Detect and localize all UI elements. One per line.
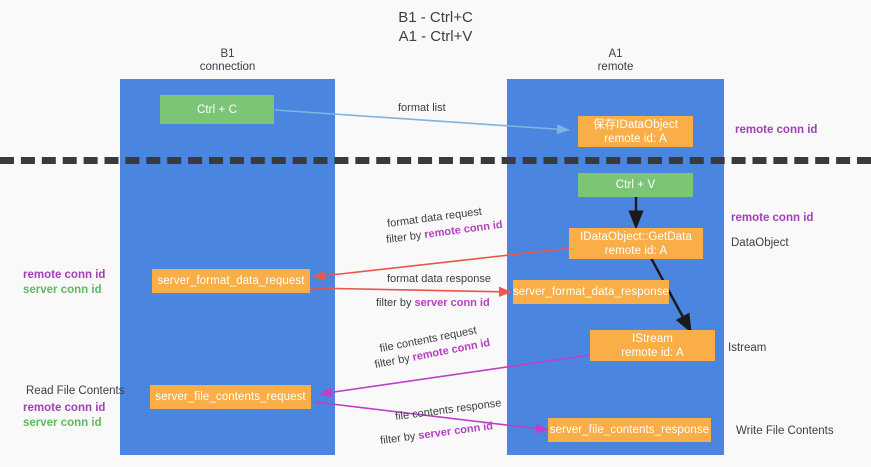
node-ctrl-c[interactable]: Ctrl + C xyxy=(160,95,274,124)
node-server-file-contents-request[interactable]: server_file_contents_request xyxy=(150,385,311,409)
node-istream[interactable]: IStream remote id: A xyxy=(590,330,715,361)
column-header-a1: A1 remote xyxy=(597,48,634,73)
node-server-file-contents-response[interactable]: server_file_contents_response xyxy=(548,418,711,442)
edge-format-data-response xyxy=(309,286,512,297)
filter-value-server-conn-id: server conn id xyxy=(414,297,490,309)
node-server-format-data-request[interactable]: server_format_data_request xyxy=(152,269,310,293)
edge-label-file-contents-response-filter: filter by server conn id xyxy=(379,420,493,447)
filter-value-server-conn-id: server conn id xyxy=(417,420,494,442)
edge-label-format-data-response: format data response xyxy=(387,273,491,285)
annotation-istream: Istream xyxy=(728,342,767,354)
node-idataobject-getdata[interactable]: IDataObject::GetData remote id: A xyxy=(569,228,703,259)
edge-label-format-data-response-filter: filter by server conn id xyxy=(376,297,490,309)
node-save-idataobject[interactable]: 保存IDataObject remote id: A xyxy=(578,116,693,147)
edge-label-format-list: format list xyxy=(398,102,446,114)
node-server-format-data-response[interactable]: server_format_data_response xyxy=(513,280,669,304)
phase-divider xyxy=(0,157,871,164)
filter-prefix: filter by xyxy=(376,297,415,309)
annotation-write-file-contents: Write File Contents xyxy=(736,425,834,437)
page-title: B1 - Ctrl+C A1 - Ctrl+V xyxy=(398,9,473,45)
annotation-remote-conn-id-top: remote conn id xyxy=(735,124,818,136)
node-ctrl-v[interactable]: Ctrl + V xyxy=(578,173,693,197)
annotation-read-file-contents: Read File Contents xyxy=(26,385,125,397)
column-header-b1: B1 connection xyxy=(199,48,256,73)
filter-prefix: filter by xyxy=(385,229,426,246)
filter-prefix: filter by xyxy=(379,430,420,447)
filter-prefix: filter by xyxy=(373,351,414,371)
edge-label-file-contents-response: file contents response xyxy=(394,397,503,423)
annotation-remote-conn-id-mid: remote conn id xyxy=(731,212,814,224)
annotation-dataobject: DataObject xyxy=(731,237,789,249)
